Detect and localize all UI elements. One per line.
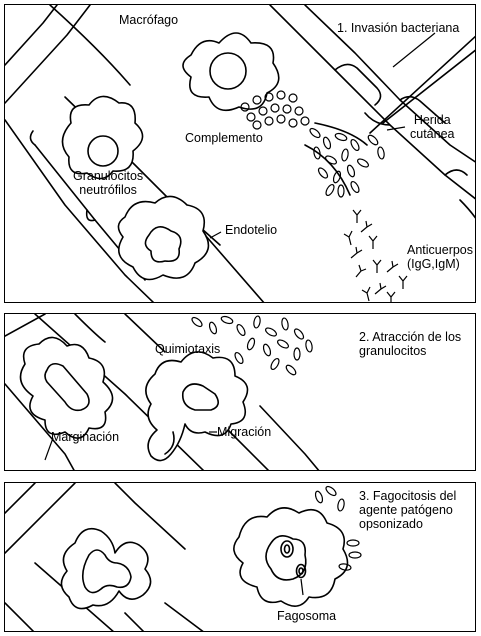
antibodies-label: Anticuerpos (IgG,IgM): [407, 243, 473, 271]
endothelium-label: Endotelio: [225, 223, 277, 237]
step3-title: 3. Fagocitosis del agente patógeno opson…: [359, 489, 456, 531]
panel-attraction: Quimiotaxis 2. Atracción de los granuloc…: [4, 313, 476, 471]
step1-title: 1. Invasión bacteriana: [337, 21, 459, 35]
margination-label: Marginación: [51, 430, 119, 444]
complement-label: Complemento: [185, 131, 263, 145]
neutrophils-label: Granulocitos neutrófilos: [73, 169, 143, 197]
chemotaxis-label: Quimiotaxis: [155, 342, 220, 356]
step2-title: 2. Atracción de los granulocitos: [359, 330, 461, 358]
wound-label: Herida cutánea: [410, 113, 454, 141]
migration-label: Migración: [217, 425, 271, 439]
invasion-illustration: [5, 5, 476, 303]
phagosome-label: Fagosoma: [277, 609, 336, 623]
panel-invasion: Macrófago 1. Invasión bacteriana Complem…: [4, 4, 476, 303]
antibodies: [344, 210, 407, 303]
macrophage-label: Macrófago: [119, 13, 178, 27]
panel-phagocytosis: 3. Fagocitosis del agente patógeno opson…: [4, 482, 476, 632]
